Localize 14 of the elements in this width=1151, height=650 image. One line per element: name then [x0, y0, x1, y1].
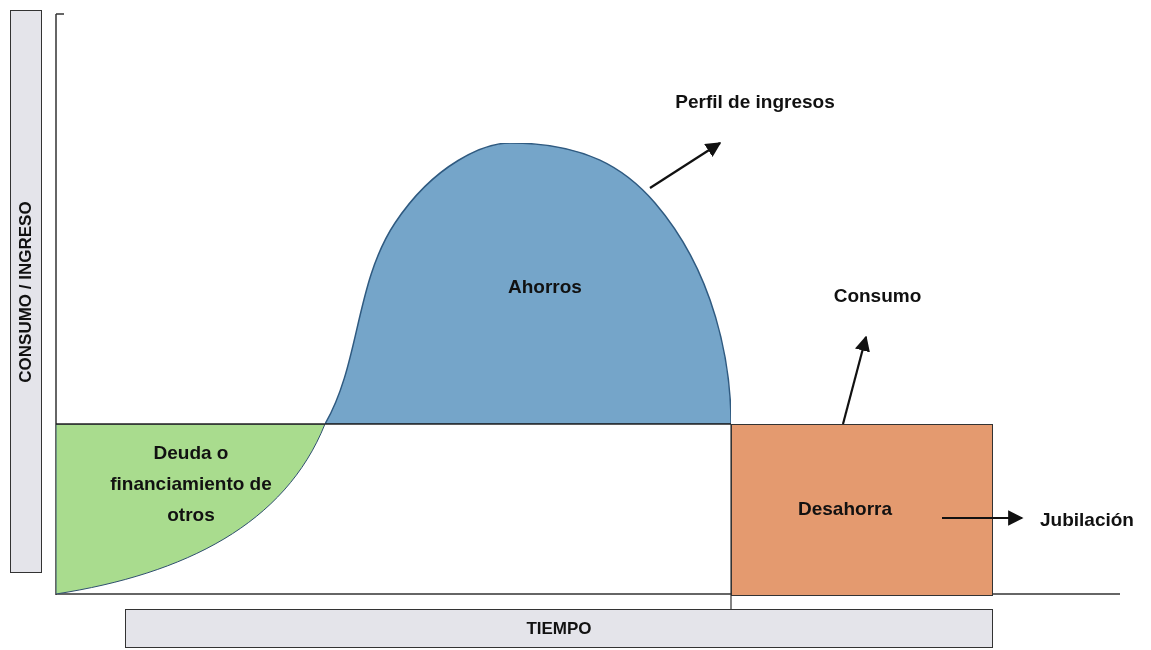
- node-text: Jubilación: [1040, 507, 1134, 532]
- node-text: Deuda o financiamiento de otros: [110, 442, 272, 525]
- node-text: Ahorros: [508, 276, 582, 297]
- node-text: TIEMPO: [526, 617, 592, 640]
- arrow: [841, 335, 870, 425]
- node-text: Desahorra: [798, 498, 892, 519]
- node-text: CONSUMO / INGRESO: [16, 200, 36, 383]
- arrow: [942, 510, 1024, 526]
- axis-title-bar: [10, 10, 42, 573]
- dissaving-box: [731, 424, 993, 596]
- arrow: [649, 142, 722, 189]
- node-text: Consumo: [833, 283, 922, 308]
- node-text: Perfil de ingresos: [675, 89, 835, 114]
- axis-title-bar: [125, 609, 993, 648]
